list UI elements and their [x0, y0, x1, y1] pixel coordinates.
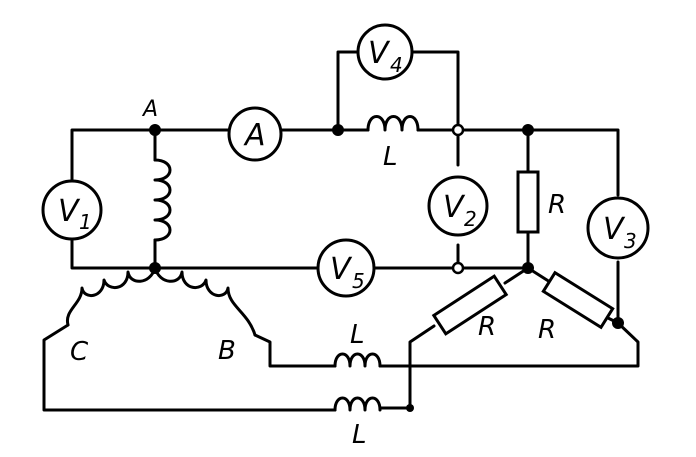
junction-neutral — [149, 262, 161, 274]
inductor-mid-label: L — [350, 320, 365, 350]
resistor-right-label: R — [538, 315, 556, 345]
resistor-vertical — [516, 170, 540, 234]
wires — [42, 50, 640, 412]
inductor-top-label: L — [383, 142, 398, 172]
svg-text:V: V — [603, 212, 626, 247]
winding-label-c: C — [70, 337, 89, 367]
inductor-top — [366, 115, 420, 132]
junction-small — [406, 404, 414, 412]
winding-b-coil — [153, 266, 257, 337]
junction-top-l — [332, 124, 344, 136]
junctions — [149, 123, 624, 412]
voltmeter-v5: V 5 — [316, 238, 376, 298]
inductor-mid — [333, 352, 382, 368]
svg-text:V: V — [330, 252, 353, 287]
junction-a — [149, 124, 161, 136]
svg-text:2: 2 — [464, 207, 477, 231]
winding-c-coil — [65, 266, 157, 327]
resistor-vertical-label: R — [548, 190, 566, 220]
svg-text:V: V — [58, 194, 81, 229]
terminal-v2-bottom — [451, 261, 465, 275]
voltmeter-v3: V 3 — [586, 196, 650, 260]
junction-r-top — [522, 124, 534, 136]
winding-label-b: B — [218, 336, 236, 366]
junction-v3-bottom — [612, 317, 624, 329]
svg-text:A: A — [243, 118, 266, 153]
svg-text:5: 5 — [352, 269, 365, 293]
voltmeter-v1: V 1 — [41, 179, 103, 241]
terminal-v2-top — [451, 123, 465, 137]
svg-text:V: V — [443, 190, 466, 225]
svg-text:3: 3 — [624, 229, 637, 253]
svg-text:V: V — [368, 36, 391, 71]
voltmeter-v4: V 4 — [356, 23, 414, 81]
svg-text:4: 4 — [390, 53, 403, 77]
inductor-bottom-label: L — [352, 420, 367, 450]
ammeter: A — [227, 106, 283, 162]
junction-load-star — [522, 262, 534, 274]
inductor-bottom — [333, 396, 382, 412]
resistor-left — [431, 274, 509, 336]
svg-text:1: 1 — [79, 210, 92, 234]
winding-a-coil — [153, 158, 172, 242]
node-label-a: A — [141, 97, 158, 122]
resistor-left-label: R — [478, 312, 496, 342]
voltmeter-v2: V 2 — [427, 175, 489, 237]
resistor-right — [541, 270, 615, 330]
